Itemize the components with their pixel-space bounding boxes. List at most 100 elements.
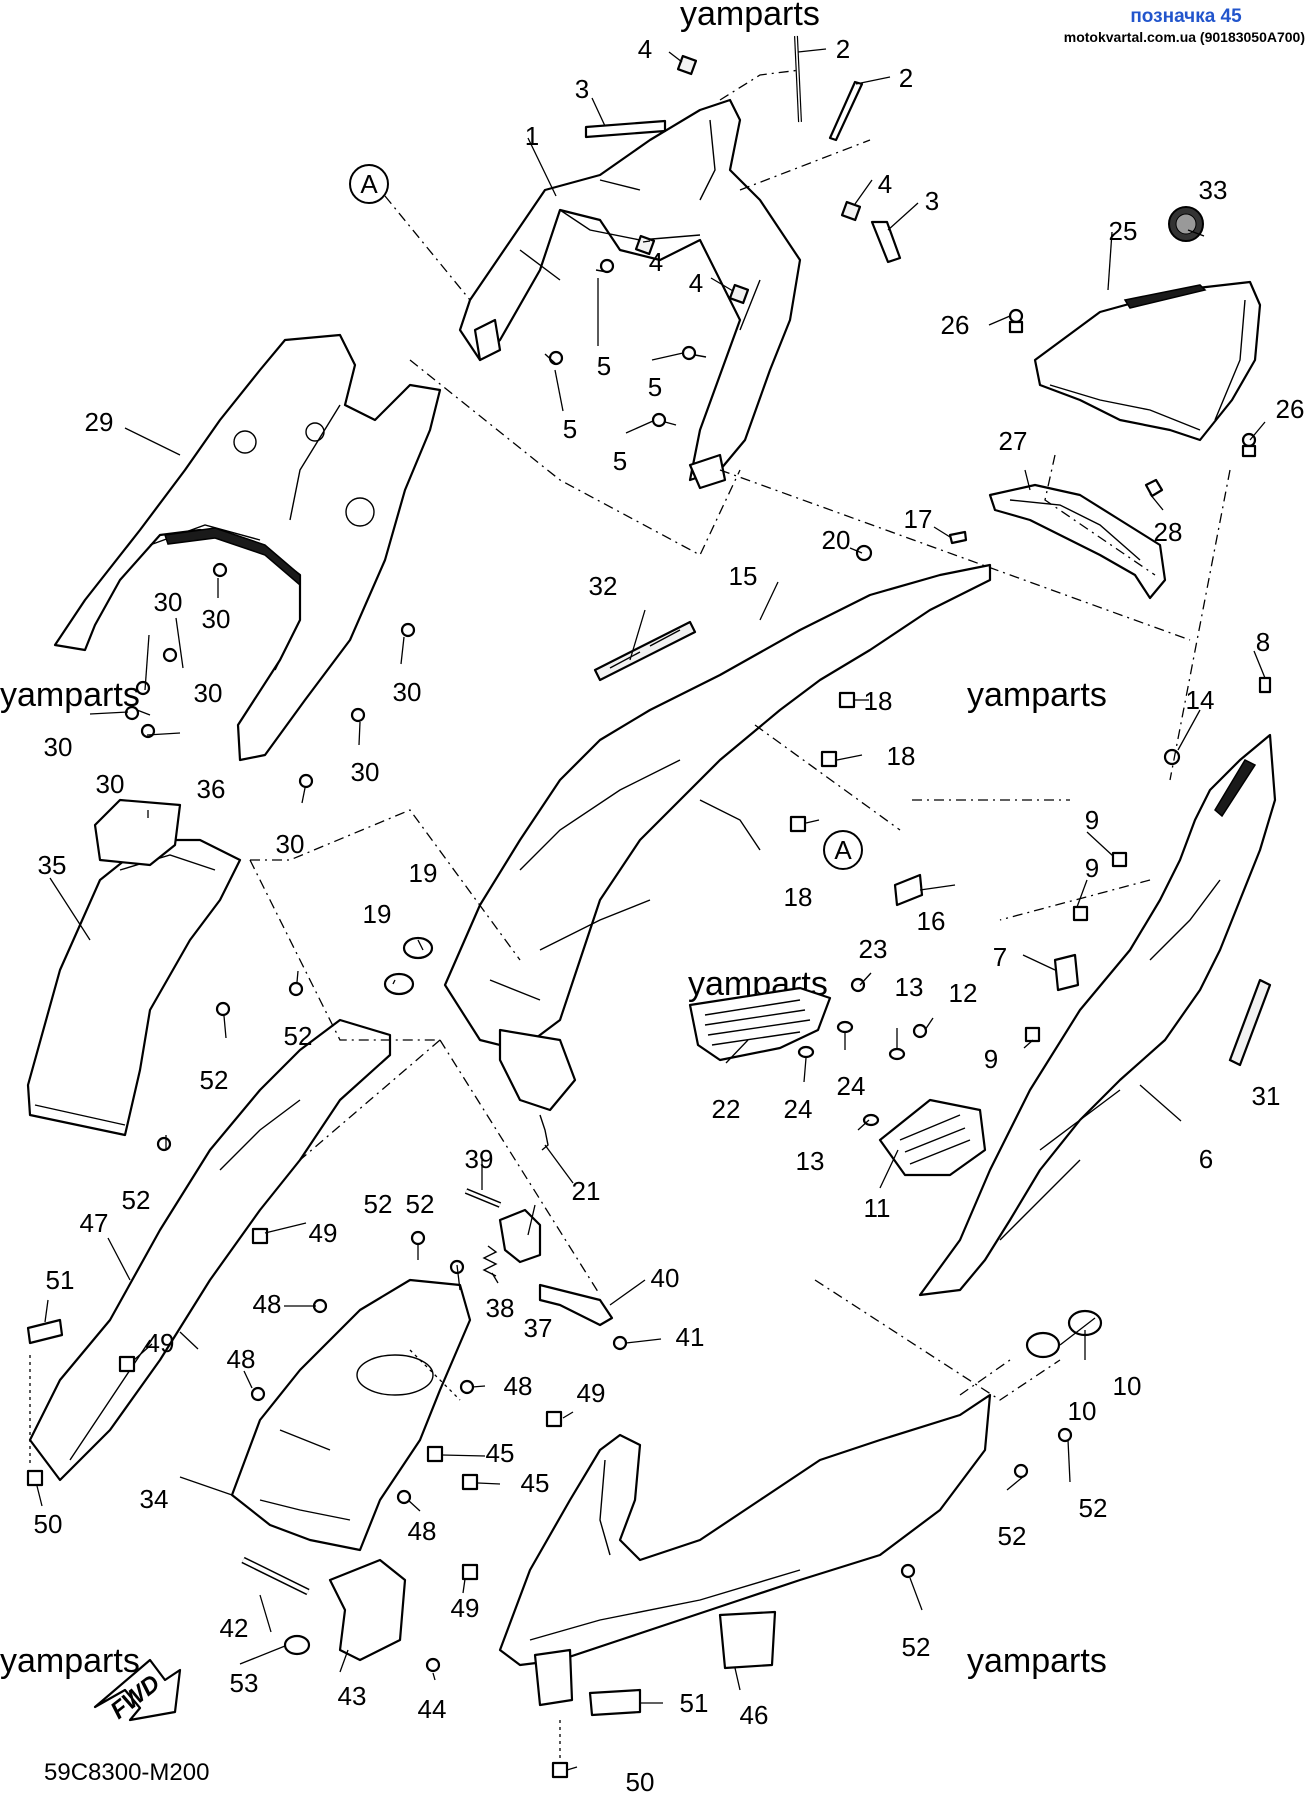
- callout-29: 29: [85, 407, 114, 437]
- callout-6: 6: [1199, 1144, 1213, 1174]
- callout-52: 52: [406, 1189, 435, 1219]
- part-44-screw: [425, 1657, 441, 1673]
- callout-37: 37: [524, 1313, 553, 1343]
- callout-52: 52: [122, 1185, 151, 1215]
- part-11-grille: [878, 1098, 987, 1177]
- callout-12: 12: [949, 978, 978, 1008]
- part-5-screws: [544, 258, 707, 428]
- callout-17: 17: [904, 504, 933, 534]
- leader-lines: [36, 48, 1266, 1771]
- part-19-grommets: [383, 936, 434, 996]
- callout-52: 52: [998, 1521, 1027, 1551]
- part-29-tail-cover: [53, 333, 442, 762]
- callout-30: 30: [351, 757, 380, 787]
- callout-5: 5: [597, 351, 611, 381]
- callout-48: 48: [227, 1344, 256, 1374]
- part-18-nuts: [789, 691, 856, 833]
- part-35-front-panel: [26, 838, 242, 1137]
- callout-21: 21: [572, 1176, 601, 1206]
- callout-31: 31: [1252, 1081, 1281, 1111]
- callout-26: 26: [941, 310, 970, 340]
- callout-46: 46: [740, 1700, 769, 1730]
- callout-35: 35: [38, 850, 67, 880]
- callout-48: 48: [504, 1371, 533, 1401]
- part-9-nuts: [1024, 851, 1128, 1043]
- part-31-decal: [1228, 978, 1272, 1067]
- callout-20: 20: [822, 525, 851, 555]
- part-42-rod: [241, 1556, 310, 1596]
- callout-11: 11: [864, 1193, 891, 1223]
- callout-49: 49: [146, 1328, 175, 1358]
- part-30-clips: [124, 562, 416, 789]
- callout-19: 19: [363, 899, 392, 929]
- part-33-emblem: [1168, 206, 1204, 242]
- callout-28: 28: [1154, 517, 1183, 547]
- dashed-assembly-lines: [249, 69, 1231, 1401]
- callout-30: 30: [44, 732, 73, 762]
- callout-24: 24: [837, 1071, 866, 1101]
- callout-42: 42: [220, 1613, 249, 1643]
- callout-49: 49: [451, 1593, 480, 1623]
- callout-23: 23: [859, 934, 888, 964]
- callout-51: 51: [46, 1265, 75, 1295]
- callout-10: 10: [1068, 1396, 1097, 1426]
- callout-48: 48: [253, 1289, 282, 1319]
- callout-25: 25: [1109, 216, 1138, 246]
- part-53-bolt: [283, 1634, 311, 1656]
- reference-mark-label: A: [360, 169, 378, 199]
- watermark-top: yamparts: [680, 0, 820, 33]
- watermark-left: yamparts: [0, 676, 140, 714]
- callout-7: 7: [993, 942, 1007, 972]
- callout-30: 30: [194, 678, 223, 708]
- callout-43: 43: [338, 1681, 367, 1711]
- part-13-washers: [862, 1047, 906, 1127]
- callout-33: 33: [1199, 175, 1228, 205]
- callout-labels: 1 2 2 3 3 4 4 4 4 5 5 5 5 6 7 8 9 9 9 10…: [34, 34, 1305, 1797]
- callout-27: 27: [999, 426, 1028, 456]
- callout-36: 36: [197, 774, 226, 804]
- part-40-bracket: [538, 1283, 614, 1327]
- callout-32: 32: [589, 571, 618, 601]
- part-7-pad: [1053, 953, 1080, 992]
- callout-18: 18: [887, 741, 916, 771]
- callout-53: 53: [230, 1668, 259, 1698]
- callout-4: 4: [689, 268, 703, 298]
- part-43-hinge: [328, 1558, 407, 1662]
- callout-2: 2: [899, 63, 913, 93]
- reference-mark-label: A: [834, 835, 852, 865]
- callout-26: 26: [1276, 394, 1305, 424]
- part-3-strips: [584, 119, 902, 264]
- part-39-rod: [464, 1188, 502, 1208]
- callout-52: 52: [902, 1632, 931, 1662]
- callout-45: 45: [521, 1468, 550, 1498]
- reference-mark-a-center: A: [823, 830, 863, 870]
- callout-51: 51: [680, 1688, 709, 1718]
- callout-52: 52: [364, 1189, 393, 1219]
- callout-13: 13: [895, 972, 924, 1002]
- callout-18: 18: [864, 686, 893, 716]
- part-1-inner-frame: [458, 98, 802, 490]
- callout-10: 10: [1113, 1371, 1142, 1401]
- part-6-side-cover-right: [918, 733, 1277, 1297]
- callout-2: 2: [836, 34, 850, 64]
- callout-15: 15: [729, 561, 758, 591]
- part-38-spring: [482, 1245, 498, 1277]
- part-17-clip: [948, 530, 968, 545]
- callout-38: 38: [486, 1293, 515, 1323]
- watermark-bottom-right: yamparts: [967, 1642, 1107, 1680]
- part-15-side-cover-left: [443, 563, 992, 1112]
- part-49-nuts: [118, 1227, 563, 1581]
- callout-9: 9: [1085, 805, 1099, 835]
- callout-30: 30: [96, 769, 125, 799]
- callout-30: 30: [154, 587, 183, 617]
- callout-52: 52: [200, 1065, 229, 1095]
- part-12-screw: [912, 1023, 928, 1039]
- callout-50: 50: [626, 1767, 655, 1797]
- callout-16: 16: [917, 906, 946, 936]
- part-21-spring-clip: [539, 1114, 549, 1151]
- callout-30: 30: [276, 829, 305, 859]
- callout-48: 48: [408, 1516, 437, 1546]
- part-10-grommets: [1025, 1309, 1103, 1359]
